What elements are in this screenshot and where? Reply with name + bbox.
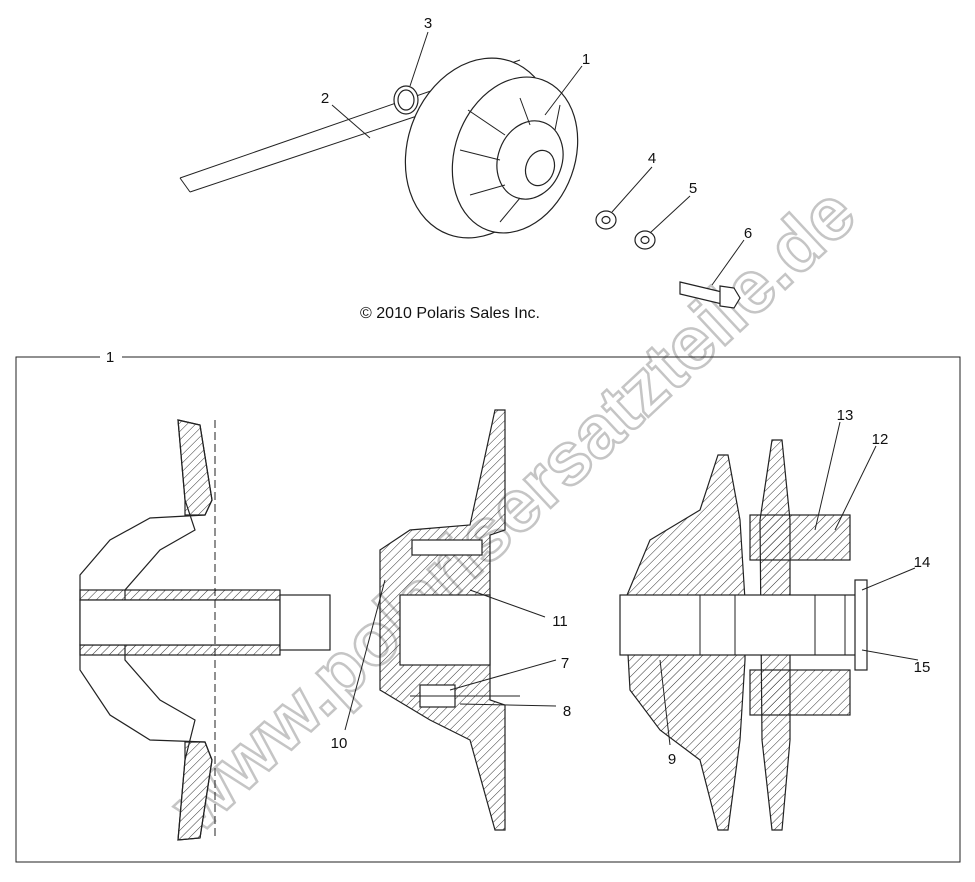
callout-13: 13 [837,407,854,424]
callout-14: 14 [914,554,931,571]
callout-4: 4 [648,150,656,167]
callout-1: 1 [582,51,590,68]
driven-clutch [404,57,579,239]
bolt [679,281,741,309]
callout-10: 10 [331,735,348,752]
callout-15: 15 [914,659,931,676]
callout-9: 9 [668,751,676,768]
leader-lines-bottom [344,421,919,746]
sheave-section-left [79,419,331,841]
o-ring [393,85,419,115]
leader-lines-top [331,31,745,286]
clutch-assembly-section [619,439,868,831]
callout-7: 7 [561,655,569,672]
washer-5 [634,230,656,250]
callout-11: 11 [552,613,568,630]
callout-12: 12 [872,431,889,448]
frame-callout-1: 1 [106,349,114,366]
detail-frame [15,356,961,863]
washer-4 [595,210,617,230]
callout-8: 8 [563,703,571,720]
callout-5: 5 [689,180,697,197]
copyright: © 2010 Polaris Sales Inc. [360,305,540,322]
callout-3: 3 [424,15,432,32]
sheave-section-middle [379,409,520,831]
callout-2: 2 [321,90,329,107]
callout-6: 6 [744,225,752,242]
